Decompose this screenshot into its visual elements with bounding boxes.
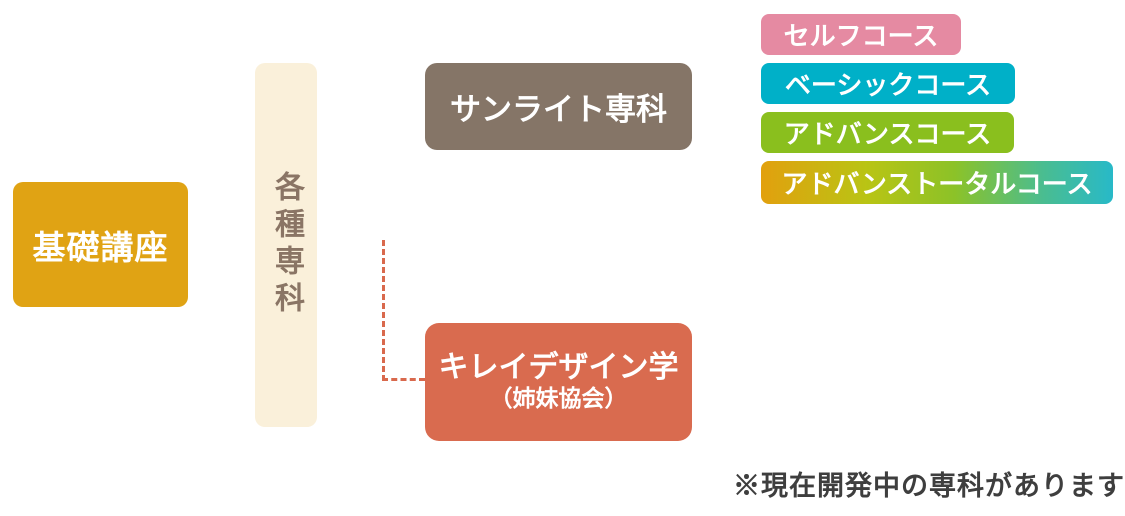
base-course-box: 基礎講座 (13, 182, 188, 307)
course-pill-advance-total: アドバンストータルコース (761, 161, 1113, 204)
specialty-column-box: 各種専科 (255, 63, 317, 427)
course-pill-basic: ベーシックコース (761, 63, 1015, 104)
specialty-column-label: 各種専科 (270, 171, 303, 319)
kirei-design-box: キレイデザイン学 （姉妹協会） (425, 323, 692, 441)
course-pill-advance: アドバンスコース (761, 112, 1014, 153)
kirei-design-sublabel: （姉妹協会） (489, 385, 628, 412)
base-course-label: 基礎講座 (32, 228, 169, 266)
course-pill-advance-label: アドバンスコース (783, 119, 992, 149)
course-pill-advance-total-label: アドバンストータルコース (781, 169, 1093, 199)
development-note: ※現在開発中の専科があります (733, 471, 1125, 501)
course-pill-self: セルフコース (761, 14, 961, 55)
dashed-connector-line (382, 240, 425, 381)
sunlight-specialty-label: サンライト専科 (450, 92, 667, 127)
sunlight-specialty-box: サンライト専科 (425, 63, 692, 150)
course-pill-self-label: セルフコース (783, 21, 939, 51)
kirei-design-label: キレイデザイン学 (438, 350, 679, 384)
course-pill-basic-label: ベーシックコース (784, 70, 992, 100)
